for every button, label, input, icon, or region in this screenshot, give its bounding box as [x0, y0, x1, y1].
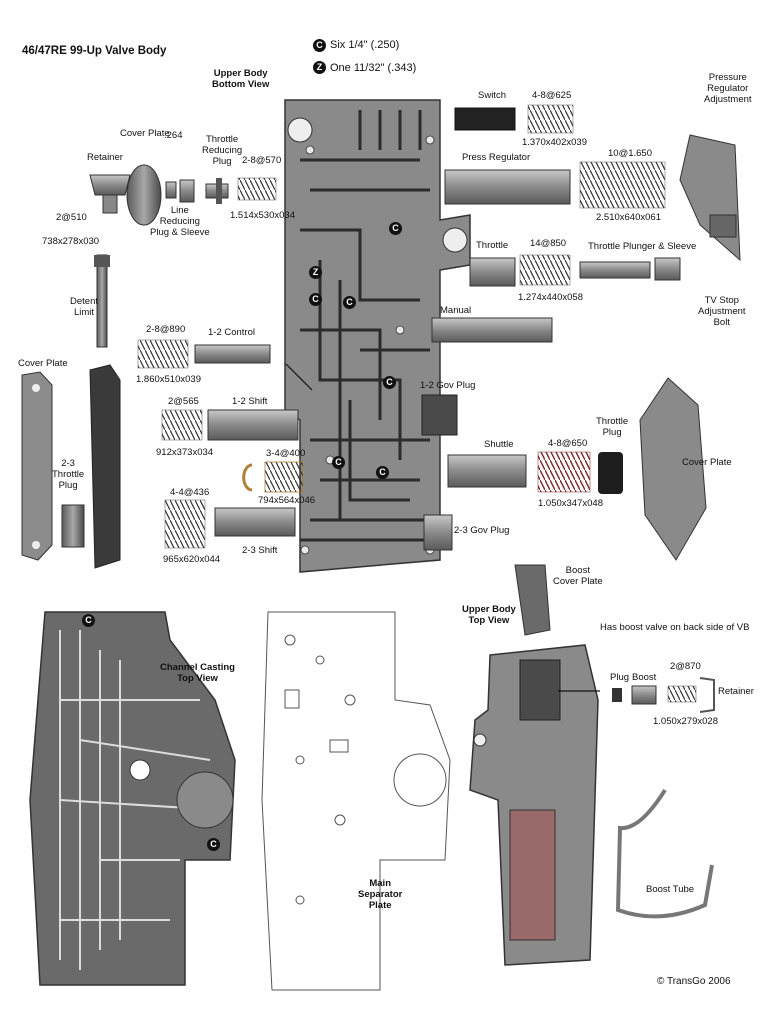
label-manual: Manual [440, 305, 472, 316]
copyright: © TransGo 2006 [657, 976, 731, 987]
label-dim-1050-279: 1.050x279x028 [653, 716, 718, 727]
label-spring-4-8-650: 4-8@650 [548, 438, 588, 449]
separator-plate-label: Main Separator Plate [358, 878, 403, 911]
label-2-3-shift: 2-3 Shift [242, 545, 278, 556]
left-parts [21, 164, 304, 569]
label-retainer-right: Retainer [718, 686, 754, 697]
legend-c-symbol: C [313, 39, 326, 52]
legend-z-symbol: Z [313, 61, 326, 74]
label-dim-1514: 1.514x530x034 [230, 210, 295, 221]
label-throttle: Throttle [476, 240, 509, 251]
label-spring-2-510: 2@510 [56, 212, 87, 223]
label-throttle-reducing-plug: Throttle Reducing Plug [202, 134, 243, 167]
upper-body-top-view-label: Upper Body Top View [462, 604, 516, 626]
label-shuttle: Shuttle [484, 439, 514, 450]
label-pressure-regulator-adjustment: Pressure Regulator Adjustment [704, 72, 752, 105]
label-cover-plate-top: Cover Plate [120, 128, 170, 139]
label-spring-2-8-890: 2-8@890 [146, 324, 186, 335]
label-2-3-throttle-plug: 2-3 Throttle Plug [52, 458, 85, 491]
label-boost: Boost [632, 672, 657, 683]
label-throttle-plug: Throttle Plug [596, 416, 629, 438]
marker-c: C [82, 614, 95, 627]
label-cover-plate-right: Cover Plate [682, 457, 732, 468]
label-boost-cover-plate: Boost Cover Plate [553, 565, 603, 587]
label-1-2-shift: 1-2 Shift [232, 396, 268, 407]
channel-casting-label: Channel Casting Top View [160, 662, 235, 684]
label-spring-14-850: 14@850 [530, 238, 567, 249]
label-plug: Plug [610, 672, 630, 683]
upper-body-casting [284, 99, 471, 573]
marker-c: C [389, 222, 402, 235]
page-title: 46/47RE 99-Up Valve Body [22, 45, 167, 57]
label-dim-965: 965x620x044 [163, 554, 221, 565]
label-spring-2-8-570: 2-8@570 [242, 155, 282, 166]
label-dim-2510: 2.510x640x061 [596, 212, 661, 223]
label-1-2-gov-plug: 1-2 Gov Plug [420, 380, 476, 391]
label-cover-plate-left: Cover Plate [18, 358, 68, 369]
marker-c: C [383, 376, 396, 389]
label-1-2-control: 1-2 Control [208, 327, 255, 338]
separator-plate [261, 611, 451, 991]
label-2-3-gov-plug: 2-3 Gov Plug [454, 525, 510, 536]
label-spring-2-565: 2@565 [168, 396, 199, 407]
marker-c: C [309, 293, 322, 306]
label-dim-1274: 1.274x440x058 [518, 292, 583, 303]
marker-c: C [207, 838, 220, 851]
label-spring-4-8-625: 4-8@625 [532, 90, 572, 101]
label-dim-1370: 1.370x402x039 [522, 137, 587, 148]
label-spring-3-4-400: 3-4@400 [266, 448, 306, 459]
label-spring-4-4-436: 4-4@436 [170, 487, 210, 498]
label-dim-794: 794x564x046 [258, 495, 316, 506]
right-parts [421, 104, 741, 561]
label-boost-note: Has boost valve on back side of VB [600, 622, 750, 633]
label-dim-1860: 1.860x510x039 [136, 374, 201, 385]
label-detent-limit: Detent Limit [70, 296, 98, 318]
channel-casting [29, 611, 236, 986]
marker-z: Z [309, 266, 322, 279]
label-switch: Switch [478, 90, 506, 101]
upper-body-top-casting [469, 564, 715, 966]
legend-c-text: Six 1/4" (.250) [330, 39, 400, 51]
label-dim-264: .264 [164, 130, 183, 141]
label-dim-738: 738x278x030 [42, 236, 100, 247]
marker-c: C [332, 456, 345, 469]
label-retainer: Retainer [87, 152, 123, 163]
label-dim-912: 912x373x034 [156, 447, 214, 458]
label-press-regulator: Press Regulator [462, 152, 531, 163]
label-spring-2-870: 2@870 [670, 661, 701, 672]
label-tv-stop-adjustment-bolt: TV Stop Adjustment Bolt [698, 295, 746, 328]
label-boost-tube: Boost Tube [646, 884, 695, 895]
label-spring-10-1650: 10@1.650 [608, 148, 652, 159]
label-dim-1050-347: 1.050x347x048 [538, 498, 603, 509]
upper-body-bottom-view-label: Upper Body Bottom View [212, 68, 270, 90]
label-throttle-plunger-sleeve: Throttle Plunger & Sleeve [588, 241, 697, 252]
pointer-arrow [285, 363, 313, 391]
label-line-reducing: Line Reducing Plug & Sleeve [150, 205, 210, 238]
marker-c: C [343, 296, 356, 309]
legend-z-text: One 11/32" (.343) [330, 62, 417, 74]
marker-c: C [376, 466, 389, 479]
